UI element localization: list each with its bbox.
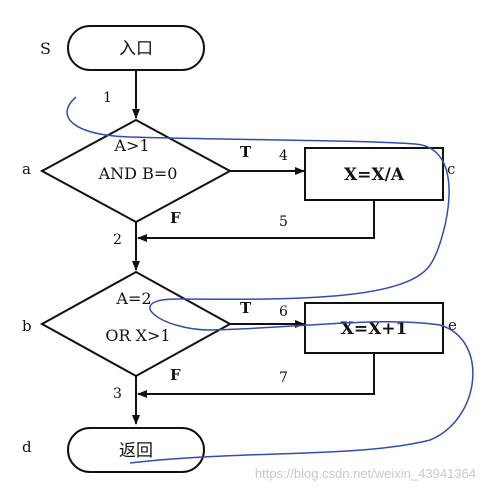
edge-label-6: 6 xyxy=(279,304,288,320)
node-label-e: e xyxy=(448,316,457,334)
decision-2-line1: A=2 xyxy=(115,289,151,308)
edge-label-t2: T xyxy=(240,299,252,317)
start-terminal: 入口 xyxy=(67,25,205,71)
process-2: X=X+1 xyxy=(304,302,444,354)
edge-label-5: 5 xyxy=(279,214,288,230)
node-label-b: b xyxy=(22,317,32,335)
watermark-text: https://blog.csdn.net/weixin_43941364 xyxy=(255,466,476,481)
decision-2: A=2 OR X>1 xyxy=(39,270,233,378)
edge-label-3: 3 xyxy=(113,386,122,402)
process-2-label: X=X+1 xyxy=(341,319,408,339)
edge-label-4: 4 xyxy=(279,148,288,164)
decision-2-line2: OR X>1 xyxy=(105,326,170,345)
end-terminal: 返回 xyxy=(67,427,205,473)
edge-label-f2: F xyxy=(170,366,181,384)
process-1: X=X/A xyxy=(304,147,444,201)
edge-label-1: 1 xyxy=(103,90,112,106)
edge-label-f1: F xyxy=(170,209,181,227)
decision-1-line2: AND B=0 xyxy=(98,164,178,183)
edge-5 xyxy=(137,200,375,242)
node-label-s: S xyxy=(40,39,51,58)
edge-7 xyxy=(137,353,375,398)
decision-1-line1: A>1 xyxy=(113,136,149,155)
decision-1: A>1 AND B=0 xyxy=(39,118,233,224)
start-terminal-label: 入口 xyxy=(119,39,153,59)
edge-label-7: 7 xyxy=(279,370,288,386)
annotation-path xyxy=(66,96,474,464)
node-label-d: d xyxy=(22,438,32,456)
edge-label-2: 2 xyxy=(113,232,122,248)
process-1-label: X=X/A xyxy=(344,165,405,185)
node-label-a: a xyxy=(22,160,31,178)
edge-label-t1: T xyxy=(240,143,252,161)
node-label-c: c xyxy=(447,160,455,178)
end-terminal-label: 返回 xyxy=(119,441,153,461)
